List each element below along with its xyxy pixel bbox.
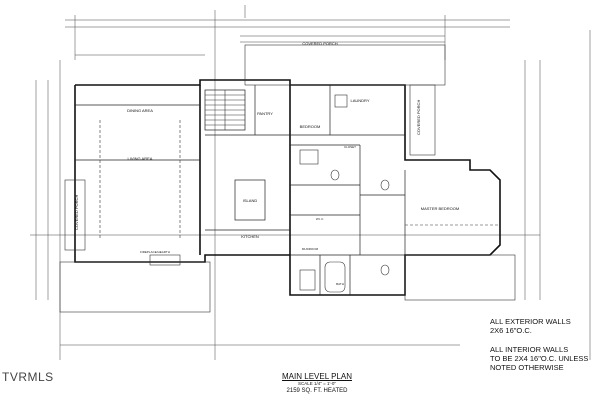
room-label-covered-porch-right: COVERED PORCH	[416, 100, 421, 135]
plan-title: MAIN LEVEL PLAN	[282, 372, 352, 381]
room-label-covered-porch-top: COVERED PORCH	[302, 41, 337, 46]
beam-lines	[99, 120, 500, 240]
exterior-walls	[74, 79, 501, 296]
watermark-logo: TVRMLS	[2, 370, 54, 384]
room-label-laundry: LAUNDRY	[350, 98, 369, 103]
interior-walls	[75, 85, 406, 295]
room-label-bedroom: BEDROOM	[300, 124, 321, 129]
exterior-wall-note-line1: ALL EXTERIOR WALLS	[490, 317, 571, 326]
room-label-pantry: PANTRY	[257, 111, 273, 116]
plan-title-block: MAIN LEVEL PLAN SCALE 1/4" = 1'-0" 2159 …	[262, 372, 372, 394]
room-label-closet: CLOSET	[344, 145, 356, 149]
room-label-bath: BATH	[336, 282, 344, 286]
covered-porches	[59, 44, 516, 313]
interior-wall-note-line1: ALL INTERIOR WALLS	[490, 345, 569, 354]
interior-wall-note-line2: TO BE 2X4 16"O.C. UNLESS	[490, 354, 589, 363]
room-label-kitchen: KITCHEN	[241, 234, 259, 239]
exterior-wall-note: ALL EXTERIOR WALLS 2X6 16"O.C.	[490, 317, 571, 335]
room-label-master: MASTER BEDROOM	[421, 206, 459, 211]
room-label-mudroom: MUDROOM	[302, 247, 319, 251]
plan-scale: SCALE 1/4" = 1'-0"	[298, 381, 336, 386]
room-label-dining: DINING AREA	[127, 108, 153, 113]
room-label-island: ISLAND	[243, 198, 258, 203]
kitchen-island	[234, 179, 266, 221]
room-label-fireplace: FIREPLACE/HEARTH	[140, 250, 170, 254]
dimension-lines	[30, 5, 591, 360]
interior-wall-note: ALL INTERIOR WALLS TO BE 2X4 16"O.C. UNL…	[490, 345, 588, 372]
fixtures	[149, 94, 390, 293]
staircase	[204, 89, 246, 131]
plan-area: 2159 SQ. FT. HEATED	[286, 388, 348, 394]
room-label-covered-porch-left: COVERED PORCH	[74, 195, 79, 230]
exterior-wall-note-line2: 2X6 16"O.C.	[490, 326, 532, 335]
room-label-wic: W.I.C.	[316, 217, 324, 221]
room-label-living: LIVING AREA	[128, 156, 153, 161]
interior-wall-note-line3: NOTED OTHERWISE	[490, 363, 564, 372]
